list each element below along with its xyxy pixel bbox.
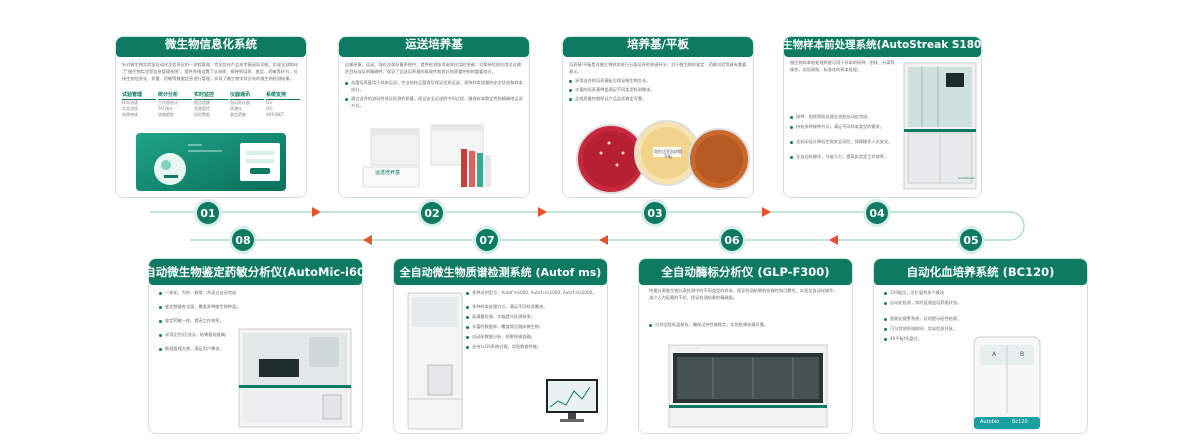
group-title: 统计分析 (158, 91, 192, 100)
step-node-06: 06 (721, 229, 743, 251)
feature-item: 持有多种接种方式，满足不同样本类型的需求。 (790, 123, 900, 130)
feature-item: 多种试剂型号：Autof ms600, Autof ms1000, Autof … (466, 289, 602, 296)
card-title: 运送培养基 (339, 37, 529, 57)
feature-item: 40平板/托盘式。 (884, 335, 1084, 342)
feature-item: 试剂全程低温保存，确保试剂性能稳定，实验结果准确可靠。 (649, 321, 847, 328)
software-illustration (136, 133, 286, 191)
arrow-left-icon (829, 235, 838, 245)
card-title: 全自动微生物质谱检测系统 (Autof ms) (394, 259, 607, 285)
card-glp-f300: 全自动酶标分析仪 (GLP-F300) 快速分离微生物分离检测中的不同类型的样本… (638, 258, 853, 434)
device-label: AutoStreak (958, 176, 975, 180)
feature-item: 全自动化操作，节省人力，提高实验室工作效率。 (790, 153, 900, 160)
card-description: 针对微生物实验室自动化及信息化的一流程管理，完全优化产品技术基因局功能，实现全部… (122, 62, 298, 81)
elisa-analyzer-image (668, 344, 828, 428)
feature-item: 一体化，为样、孵育、判读全自动完成 (159, 289, 275, 296)
arrow-left-icon (363, 235, 372, 245)
feature-item: 120瓶位，可扩展到多个模块 (884, 289, 1084, 296)
card-transport-medium: 运送培养基 运输采集、运送、保存及保存备系统中，提供检测技术高效应用的关键，对保… (338, 36, 530, 198)
feature-item: 高通量检测，大幅提升检测效率。 (466, 313, 602, 320)
arrow-right-icon (312, 207, 321, 217)
card-description: 运输采集、运送、保存及保存备系统中，提供检测技术高效应用的关键，对保持优质应用对… (345, 62, 521, 74)
arrow-right-icon (762, 207, 771, 217)
card-title: 微生物信息化系统 (116, 37, 306, 57)
feature-item: 自动化检测，实时监测血培养瓶状态。 (884, 299, 1084, 306)
step-node-07: 07 (476, 229, 498, 251)
step-node-01: 01 (197, 202, 219, 224)
feature-item: 丰富的数据库，覆盖常见临床微生物。 (466, 323, 602, 330)
arrow-left-icon (599, 235, 608, 245)
autostreak-device-image (903, 62, 977, 190)
card-description: 微生物样本前处理系统可用于样本的接种、划线、分离等操作，实现高效、标准化的样本处… (790, 60, 895, 72)
feature-item: 可与其他系统联网，实现信息共享。 (884, 325, 1084, 332)
feature-item: 全封闭设计降低生物安全风险，保障操作人员安全。 (790, 138, 900, 145)
feature-item: 丰富的培养基种类满足不同类型检测需求。 (569, 86, 747, 93)
device-brand: Autobio (980, 419, 1000, 425)
step-node-05: 05 (960, 229, 982, 251)
automic-device-image (238, 328, 352, 428)
card-title: 培养基/平板 (563, 37, 753, 57)
plate-label: 哥伦比亚血琼脂平板 (654, 149, 682, 159)
card-autostreak: 微生物样本前处理系统(AutoStreak S1800) 微生物样本前处理系统可… (783, 36, 982, 198)
feature-item: 接种、划线等前处理全流程自动化完成。 (790, 113, 900, 120)
feature-item: 多种样本处理方式，满足不同检测需求。 (466, 303, 602, 310)
card-info-system: 微生物信息化系统 针对微生物实验室自动化及信息化的一流程管理，完全优化产品技术基… (115, 36, 307, 198)
feature-item: 含菌培养基用于样本运送，专业的样品管理及保证优质运送，保持样本质量的安全状态和样… (345, 79, 523, 93)
group-title: 试验管理 (122, 91, 156, 100)
door-label-b: B (1020, 351, 1025, 358)
mass-spec-device-image (407, 292, 463, 430)
device-label: Bc120 (1012, 419, 1028, 425)
card-culture-plate: 培养基/平板 培养基/平板是对微生物样本进行分离培养的关键环节，对于微生物的鉴定… (562, 36, 754, 198)
card-description: 快速分离微生物分离检测中的不同类型的样本，保证检测结果的准确性和可靠性，实现全自… (649, 288, 838, 300)
group-title: 系统支持 (266, 91, 300, 100)
feature-item: 鉴定数据库全面，覆盖多种微生物种类。 (159, 303, 275, 310)
card-title: 全自动酶标分析仪 (GLP-F300) (639, 259, 852, 285)
feature-item: 自动化数据分析，结果快速准确。 (466, 333, 602, 340)
feature-item: 通过适合的流动性保证检测的质量，保证安全运送的中间过程，确保样本稳定性和精确地运… (345, 95, 523, 109)
transport-medium-box-image: 运送培养基 (361, 121, 511, 195)
step-node-04: 04 (866, 202, 888, 224)
feature-item: 全程质量控制保证产品品质稳定可靠。 (569, 95, 747, 102)
feature-item: 采用适合的培养基配方保证微生物生长。 (569, 77, 747, 84)
card-title: 微生物样本前处理系统(AutoStreak S1800) (784, 37, 981, 57)
feature-item: 鉴定药敏一体，提高工作效率。 (159, 317, 275, 324)
group-title: 仪器通讯 (230, 91, 264, 100)
card-description: 培养基/平板是对微生物样本进行分离培养的关键环节，对于微生物的鉴定、药敏试验等具… (569, 62, 747, 74)
arrow-right-icon (538, 207, 547, 217)
blood-culture-device-image (973, 336, 1041, 430)
feature-item: 数据管理方便，满足用户需求。 (159, 345, 275, 352)
step-node-08: 08 (232, 229, 254, 251)
step-node-03: 03 (644, 202, 666, 224)
product-label: 运送培养基 (375, 170, 401, 176)
monitor-image (546, 379, 598, 422)
card-autof-ms: 全自动微生物质谱检测系统 (Autof ms) 多种试剂型号：Autof ms6… (393, 258, 608, 434)
feature-item: 智能化报警系统，及时提示阳性结果。 (884, 315, 1084, 322)
device-label: GLP-F300 (675, 347, 699, 353)
feature-item: 支持与LIS系统对接，实现数据传输。 (466, 343, 602, 350)
step-node-02: 02 (421, 202, 443, 224)
card-automic-i600: 全自动微生物鉴定药敏分析仪(AutoMic-i600) 一体化，为样、孵育、判读… (148, 258, 363, 434)
card-bc120: 自动化血培养系统 (BC120) 120瓶位，可扩展到多个模块 自动化检测，实时… (873, 258, 1088, 434)
feature-item: 采用比色/比浊法，结果客观准确。 (159, 331, 275, 338)
group-title: 实时监控 (194, 91, 228, 100)
card-title: 全自动微生物鉴定药敏分析仪(AutoMic-i600) (149, 259, 362, 285)
feature-groups: 试验管理 样本流通 实验流程 结果审核 统计分析 工作量统计 TAT统计 流感趋… (122, 91, 302, 131)
door-label-a: A (992, 351, 997, 358)
petri-dish-image (576, 120, 750, 194)
card-title: 自动化血培养系统 (BC120) (874, 259, 1087, 285)
